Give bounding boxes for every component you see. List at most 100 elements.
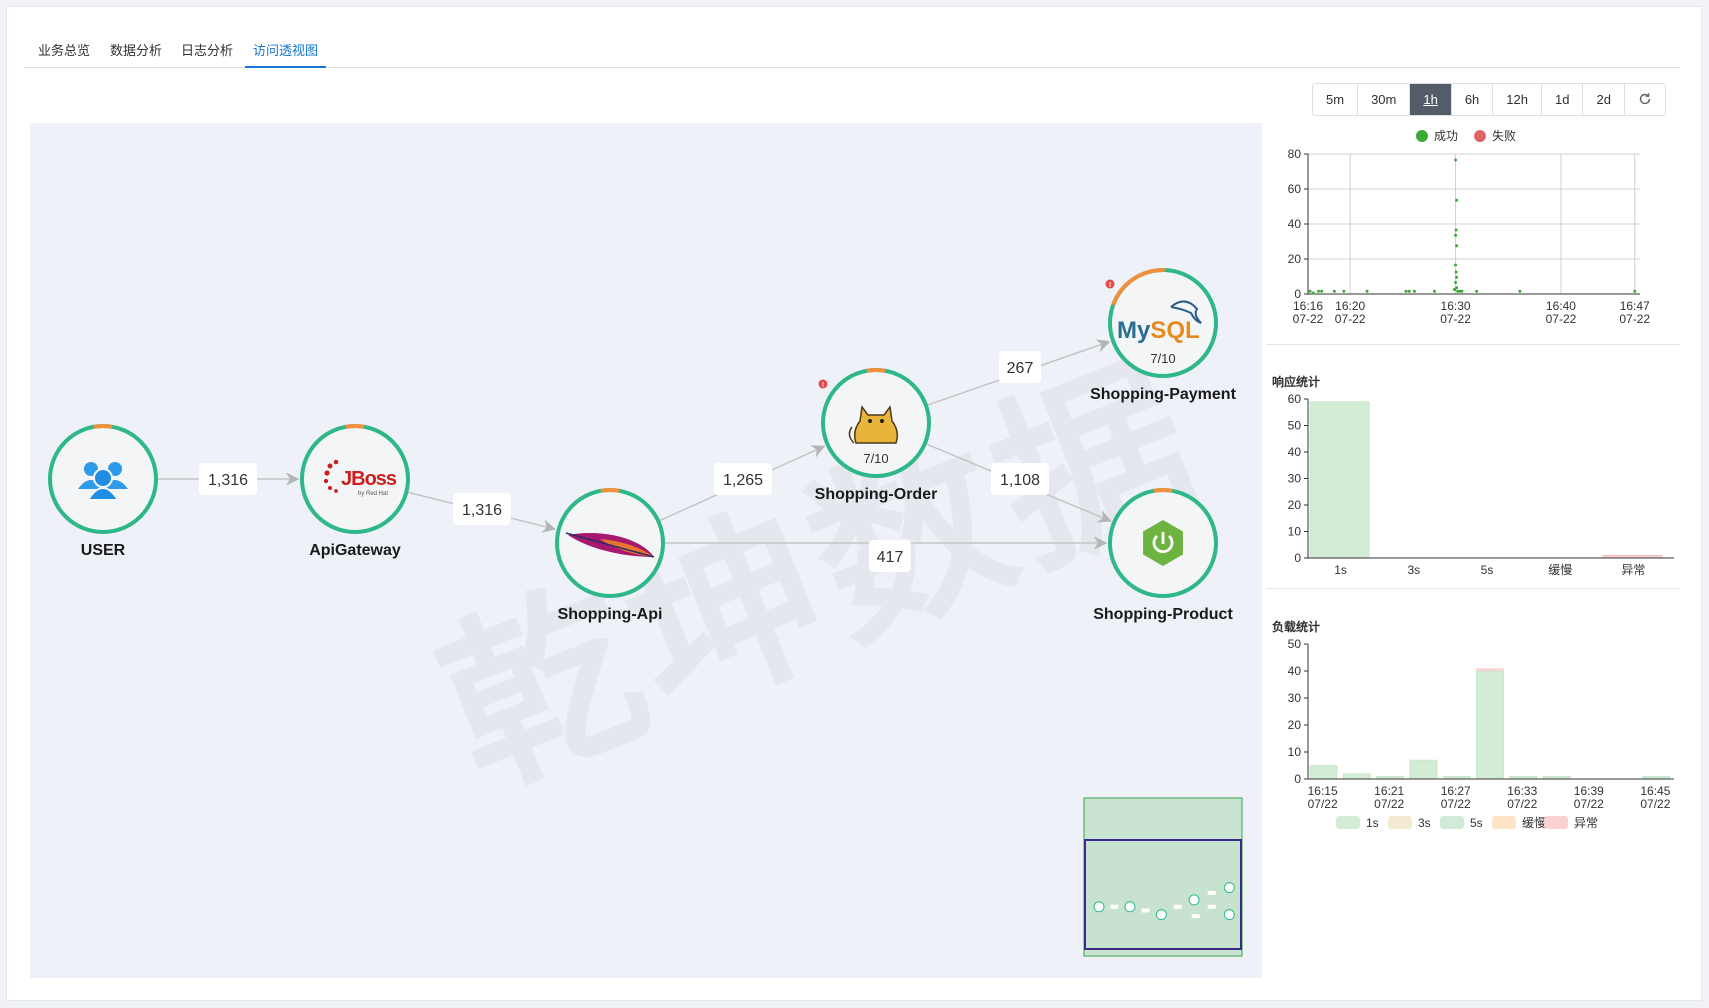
alert-icon (818, 379, 828, 389)
legend-swatch (1440, 816, 1464, 829)
node-error-arc (93, 424, 113, 429)
x-tick-label: 16:27 (1441, 784, 1471, 798)
tab-data-analysis[interactable]: 数据分析 (110, 43, 163, 58)
node-error-arc (345, 424, 365, 429)
scatter-point (1455, 275, 1459, 279)
node-user[interactable]: USER (48, 424, 158, 559)
node-error-arc (1111, 268, 1165, 306)
edge-label-box (714, 463, 772, 495)
scatter-point (1454, 228, 1458, 232)
x-tick-label: 07/22 (1640, 797, 1670, 811)
edge-user-to-apigateway: 1,316 (158, 463, 300, 495)
node-label: Shopping-Product (1093, 606, 1233, 623)
legend-swatch (1544, 816, 1568, 829)
node-error-arc (866, 368, 886, 373)
edge-label-box (453, 493, 511, 525)
node-label: USER (81, 542, 126, 559)
jboss-sub: by Red Hat (358, 491, 388, 497)
edge-label-box (999, 351, 1041, 383)
mysql-text: MySQL (1117, 317, 1200, 344)
x-tick-label: 16:47 (1620, 299, 1650, 313)
x-tick-label: 07-22 (1335, 312, 1366, 326)
legend-label: 1s (1366, 816, 1379, 830)
edge-count-label: 1,265 (723, 472, 763, 489)
edge-label-box (199, 463, 257, 495)
minimap-node (1188, 894, 1200, 906)
scatter-point (1412, 289, 1416, 293)
time-range-selector: 5m 30m 1h 6h 12h 1d 2d (1312, 83, 1666, 116)
time-1d-button[interactable]: 1d (1542, 84, 1584, 115)
scatter-point (1455, 198, 1459, 202)
scatter-point (1332, 289, 1336, 293)
minimap-edge-label (1207, 904, 1216, 909)
x-tick-label: 07-22 (1546, 312, 1577, 326)
x-tick-label: 16:16 (1293, 299, 1323, 313)
minimap[interactable] (1083, 797, 1243, 957)
node-label: ApiGateway (309, 542, 401, 559)
y-tick-label: 40 (1288, 217, 1302, 231)
minimap-node (1223, 882, 1235, 894)
time-5m-button[interactable]: 5m (1313, 84, 1359, 115)
time-12h-button[interactable]: 12h (1493, 84, 1542, 115)
y-tick-label: 20 (1288, 252, 1302, 266)
scatter-point (1453, 288, 1457, 291)
load-stats-title: 负载统计 (1272, 620, 1321, 634)
jboss-text: JBoss (341, 468, 397, 490)
edge-count-label: 1,108 (1000, 472, 1040, 489)
node-instance-count: 7/10 (1150, 351, 1175, 366)
minimap-edge-label (1110, 904, 1119, 909)
time-6h-button[interactable]: 6h (1452, 84, 1494, 115)
refresh-button[interactable] (1625, 84, 1665, 115)
scatter-point (1311, 291, 1315, 295)
time-30m-button[interactable]: 30m (1358, 84, 1411, 115)
tab-log-analysis[interactable]: 日志分析 (181, 43, 234, 58)
minimap-viewport (1084, 839, 1242, 950)
y-tick-label: 60 (1288, 182, 1302, 196)
y-tick-label: 20 (1288, 718, 1302, 732)
scatter-point (1404, 289, 1408, 293)
node-shopping-order[interactable]: 7/10!Shopping-Order (815, 368, 938, 503)
load-bar-abnormal (1476, 668, 1504, 671)
scatter-point (1454, 281, 1458, 284)
legend-label: 缓慢 (1522, 816, 1546, 830)
bar-1s (1309, 401, 1370, 559)
tab-bar: 业务总览 数据分析 日志分析 访问透视图 (24, 30, 1680, 68)
legend-label: 3s (1418, 816, 1431, 830)
node-label: Shopping-Payment (1090, 386, 1236, 403)
tomcat-logo (848, 405, 899, 444)
y-tick-label: 40 (1288, 664, 1302, 678)
minimap-node (1093, 901, 1105, 913)
edge-count-label: 1,316 (208, 472, 248, 489)
x-tick-label: 16:30 (1441, 299, 1471, 313)
divider (1266, 344, 1680, 345)
scatter-point (1633, 289, 1637, 293)
node-label: Shopping-Api (558, 606, 663, 623)
minimap-node (1124, 901, 1136, 913)
edge-apigateway-to-shopping-api: 1,316 (408, 491, 557, 533)
node-shopping-product[interactable]: Shopping-Product (1093, 488, 1233, 623)
node-instance-count: 7/10 (863, 451, 888, 466)
x-tick-label: 16:45 (1640, 784, 1670, 798)
time-2d-button[interactable]: 2d (1583, 84, 1625, 115)
scatter-point (1454, 270, 1458, 274)
node-error-arc (1153, 488, 1173, 493)
x-tick-label: 07/22 (1374, 797, 1404, 811)
node-shopping-api[interactable]: Shopping-Api (555, 488, 665, 623)
x-tick-label: 16:21 (1374, 784, 1404, 798)
minimap-edge-label (1207, 891, 1216, 896)
x-tick-label: 07-22 (1293, 312, 1324, 326)
x-tick-label: 16:20 (1335, 299, 1365, 313)
legend-label: 5s (1470, 816, 1483, 830)
node-label: Shopping-Order (815, 486, 938, 503)
tab-access-topology[interactable]: 访问透视图 (245, 40, 327, 68)
tab-overview[interactable]: 业务总览 (38, 43, 91, 58)
edge-label-box (869, 540, 911, 572)
scatter-point (1460, 289, 1464, 293)
status-scatter-chart: 成功失败02040608016:1607-2216:2007-2216:3007… (1288, 128, 1651, 326)
minimap-edge-label (1173, 904, 1182, 909)
time-1h-button[interactable]: 1h (1410, 84, 1452, 115)
